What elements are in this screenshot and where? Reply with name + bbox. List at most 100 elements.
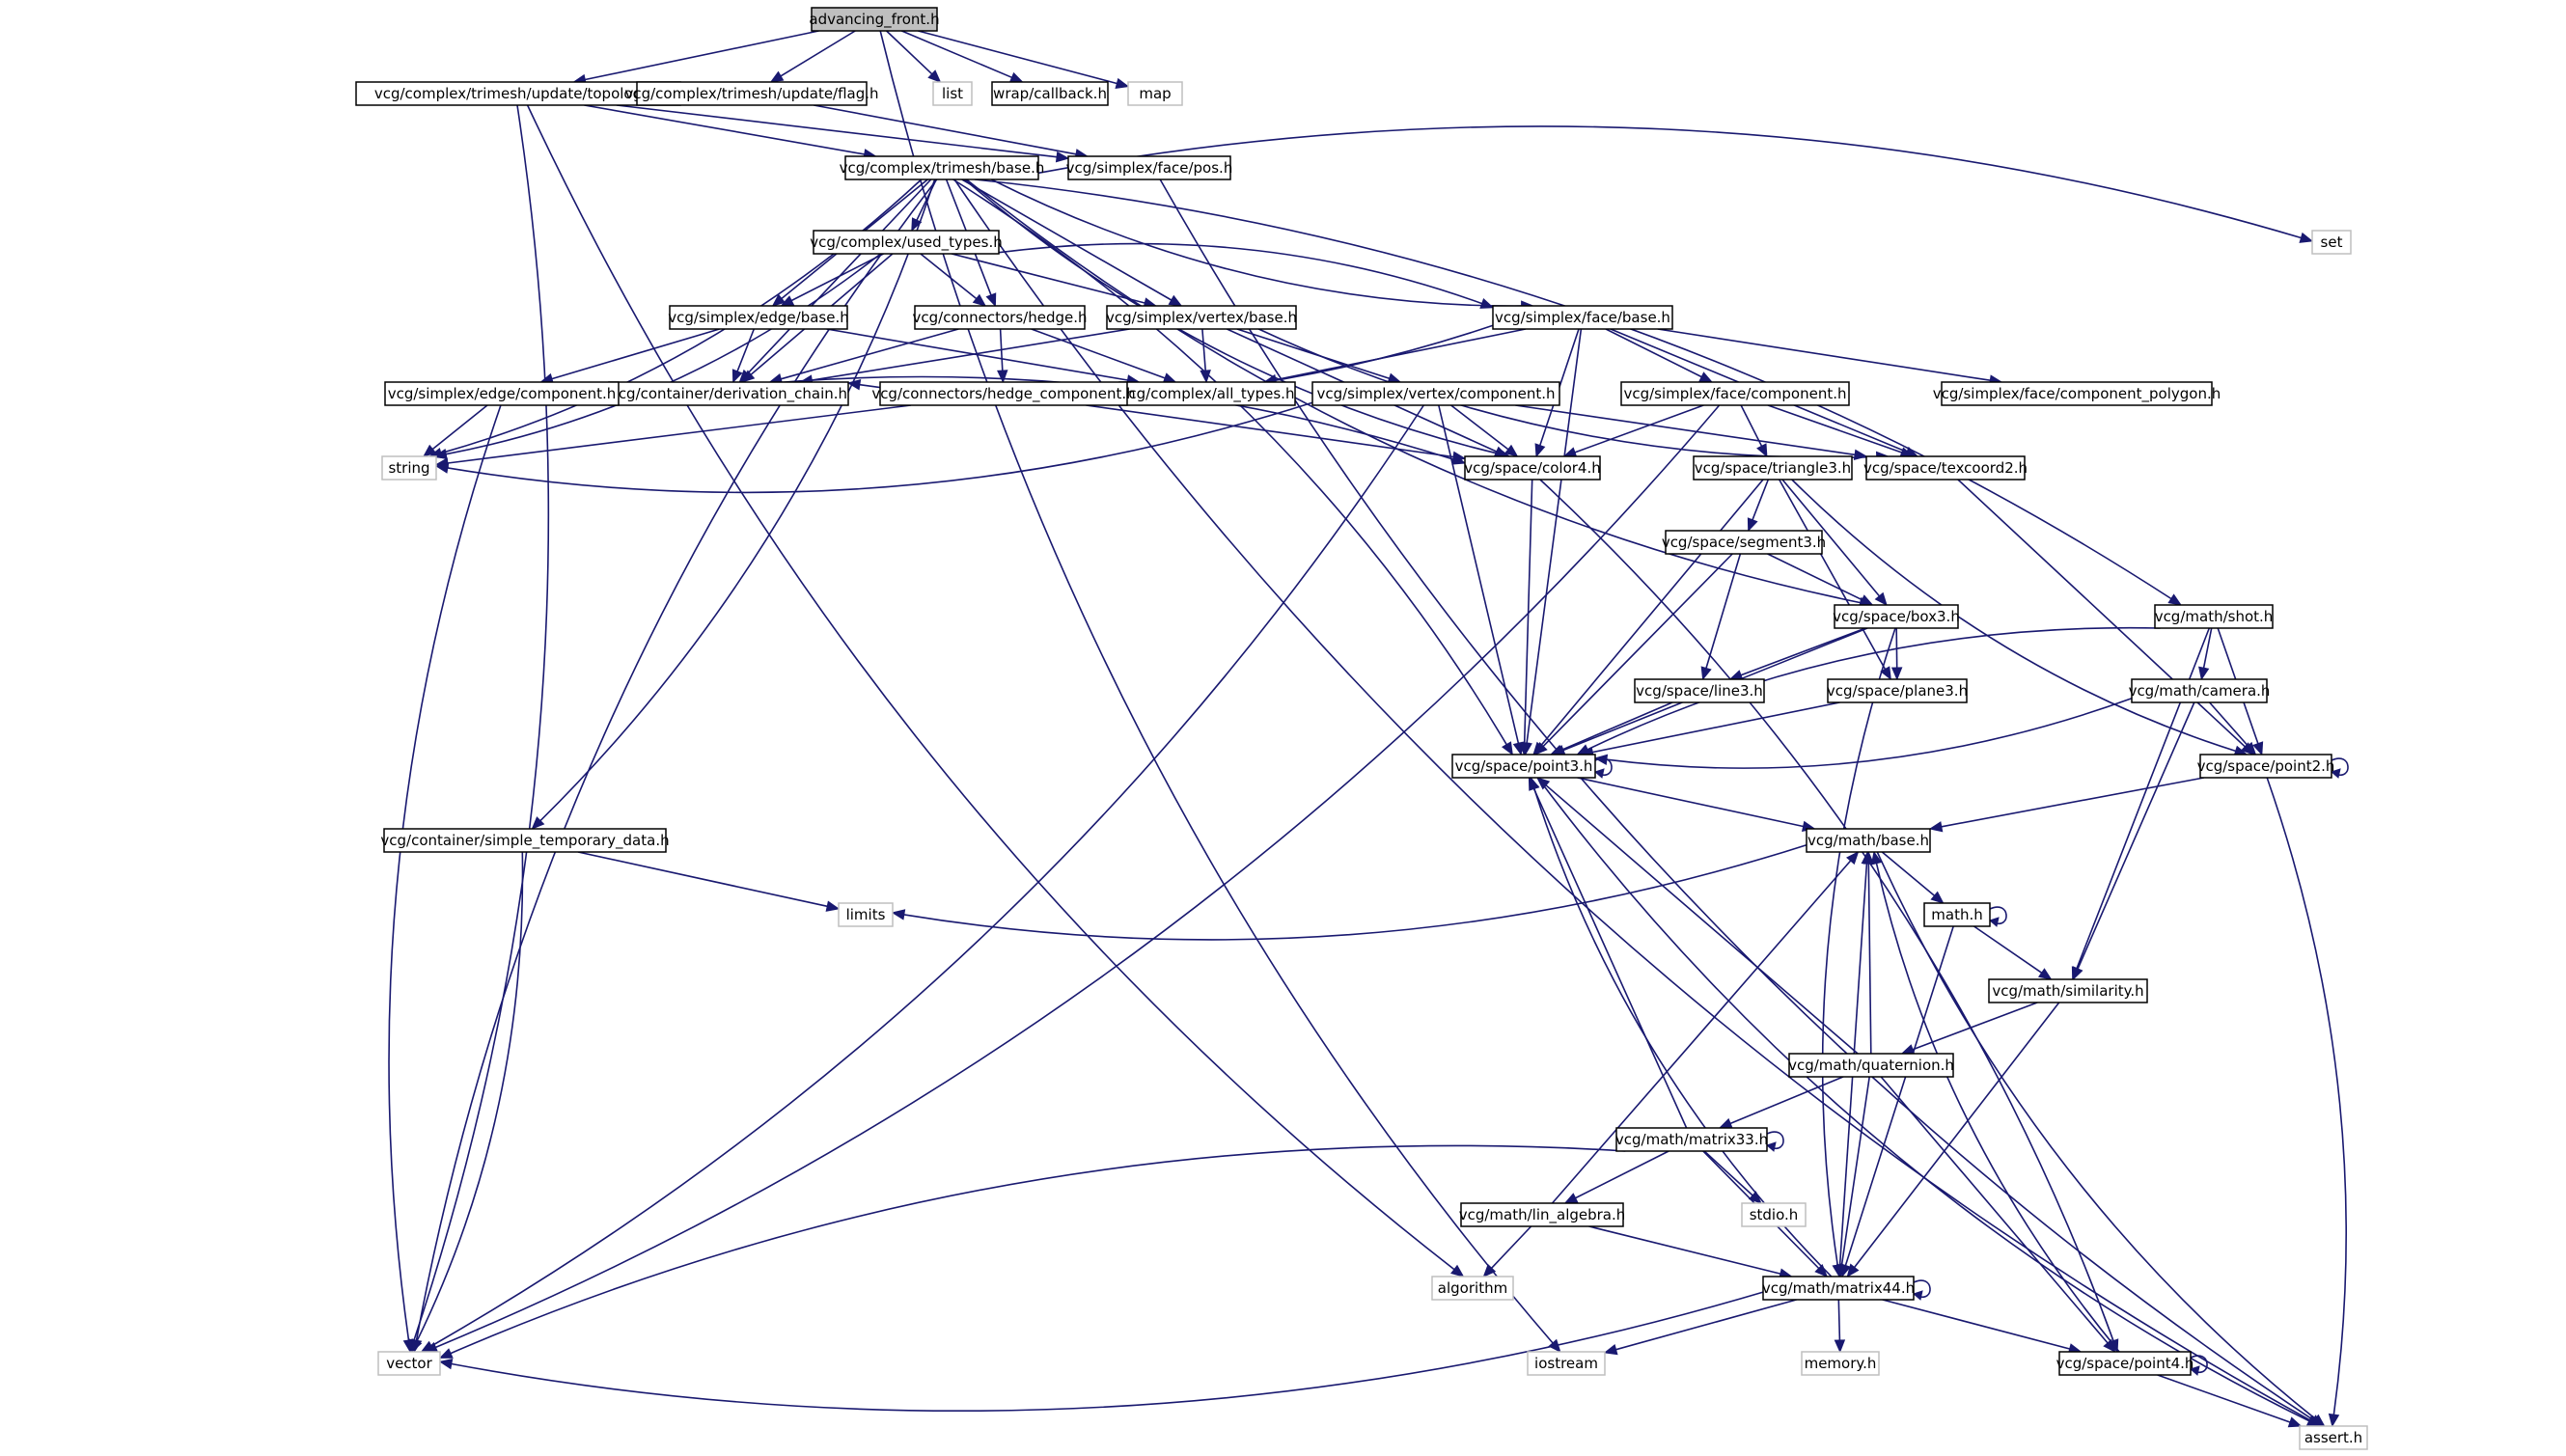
node-hedge-component[interactable]: vcg/connectors/hedge_component.h bbox=[871, 381, 1136, 406]
node-label: vcg/complex/trimesh/update/flag.h bbox=[624, 85, 878, 102]
edge-topology-to-algorithm bbox=[526, 104, 1465, 1277]
node-label: vcg/space/texcoord2.h bbox=[1863, 459, 2028, 477]
edge-used_types-to-face_base bbox=[998, 242, 1495, 309]
node-point2[interactable]: vcg/space/point2.h bbox=[2197, 754, 2335, 779]
node-derivation-chain[interactable]: vcg/container/derivation_chain.h bbox=[608, 381, 849, 406]
node-label: set bbox=[2321, 234, 2343, 251]
edge-used_types-to-string bbox=[433, 253, 882, 460]
node-label: vcg/space/plane3.h bbox=[1827, 682, 1968, 700]
node-edge-base[interactable]: vcg/simplex/edge/base.h bbox=[668, 305, 849, 330]
node-shot[interactable]: vcg/math/shot.h bbox=[2154, 604, 2274, 629]
node-color4[interactable]: vcg/space/color4.h bbox=[1464, 455, 1601, 481]
node-label: vcg/simplex/vertex/component.h bbox=[1316, 385, 1555, 402]
node-algorithm: algorithm bbox=[1431, 1276, 1514, 1301]
edge-layer bbox=[388, 30, 2349, 1428]
node-label: algorithm bbox=[1438, 1279, 1507, 1297]
edge-matrix44-to-vector bbox=[438, 1291, 1764, 1413]
edge-matrix33-to-stdio bbox=[1703, 1150, 1762, 1204]
edge-triangle3-to-box3 bbox=[1781, 479, 1888, 606]
node-hedge[interactable]: vcg/connectors/hedge.h bbox=[913, 305, 1088, 330]
node-similarity[interactable]: vcg/math/similarity.h bbox=[1988, 978, 2148, 1003]
node-point3[interactable]: vcg/space/point3.h bbox=[1451, 754, 1596, 779]
node-matrix33[interactable]: vcg/math/matrix33.h bbox=[1615, 1127, 1768, 1152]
edge-advancing_front-to-list bbox=[886, 30, 942, 83]
node-face-component[interactable]: vcg/simplex/face/component.h bbox=[1620, 381, 1850, 406]
edge-used_types-to-hedge bbox=[920, 253, 987, 307]
edge-matrix33-to-matrix33 bbox=[1766, 1131, 1784, 1152]
edge-quaternion-to-point4 bbox=[1880, 1076, 2116, 1353]
edge-box3-to-plane3 bbox=[1890, 627, 1903, 681]
node-all-types[interactable]: vcg/complex/all_types.h bbox=[1118, 381, 1296, 406]
node-trimesh-base[interactable]: vcg/complex/trimesh/base.h bbox=[840, 155, 1045, 180]
node-edge-component[interactable]: vcg/simplex/edge/component.h bbox=[384, 381, 620, 406]
edge-advancing_front-to-flag bbox=[769, 30, 856, 83]
edge-edge_base-to-all_types bbox=[826, 328, 1141, 386]
edge-trimesh_base-to-simple_temporary_data bbox=[531, 179, 936, 830]
node-box bbox=[838, 902, 894, 927]
edge-camera-to-similarity bbox=[2072, 701, 2195, 981]
node-texcoord2[interactable]: vcg/space/texcoord2.h bbox=[1863, 455, 2028, 481]
node-face-component-polygon[interactable]: vcg/simplex/face/component_polygon.h bbox=[1933, 381, 2221, 406]
node-simple-temporary-data[interactable]: vcg/container/simple_temporary_data.h bbox=[380, 828, 670, 853]
edge-edge_component-to-string bbox=[422, 404, 488, 457]
node-box bbox=[932, 81, 973, 106]
edge-vertex_base-to-all_types bbox=[1200, 328, 1211, 384]
node-label: vcg/simplex/face/pos.h bbox=[1066, 159, 1233, 177]
edge-box3-to-line3 bbox=[1728, 627, 1866, 680]
node-used-types[interactable]: vcg/complex/used_types.h bbox=[810, 230, 1003, 255]
node-quaternion[interactable]: vcg/math/quaternion.h bbox=[1788, 1053, 1954, 1078]
node-label: vcg/math/shot.h bbox=[2155, 608, 2274, 625]
node-vertex-base[interactable]: vcg/simplex/vertex/base.h bbox=[1106, 305, 1297, 330]
node-label: memory.h bbox=[1805, 1355, 1877, 1372]
node-label: vcg/math/lin_algebra.h bbox=[1459, 1206, 1626, 1224]
node-plane3[interactable]: vcg/space/plane3.h bbox=[1827, 678, 1968, 703]
node-label: vcg/space/point2.h bbox=[2197, 757, 2335, 775]
node-vertex-component[interactable]: vcg/simplex/vertex/component.h bbox=[1311, 381, 1560, 406]
edge-hedge-to-all_types bbox=[1031, 328, 1177, 384]
node-flag[interactable]: vcg/complex/trimesh/update/flag.h bbox=[624, 81, 879, 106]
node-box bbox=[1827, 678, 1968, 703]
edge-simple_temporary_data-to-vector bbox=[411, 851, 524, 1354]
node-label: vcg/simplex/vertex/base.h bbox=[1106, 309, 1297, 326]
node-label: vcg/connectors/hedge_component.h bbox=[871, 385, 1135, 403]
node-matrix44[interactable]: vcg/math/matrix44.h bbox=[1762, 1276, 1915, 1301]
edge-point4-to-math_base bbox=[1870, 850, 2120, 1353]
node-lin-algebra[interactable]: vcg/math/lin_algebra.h bbox=[1459, 1202, 1626, 1227]
node-label: vcg/complex/trimesh/base.h bbox=[840, 159, 1045, 177]
node-box bbox=[1067, 155, 1231, 180]
node-face-base[interactable]: vcg/simplex/face/base.h bbox=[1492, 305, 1673, 330]
node-label: string bbox=[388, 459, 429, 477]
edge-quaternion-to-matrix33 bbox=[1718, 1076, 1844, 1129]
edge-triangle3-to-plane3 bbox=[1779, 479, 1891, 681]
node-triangle3[interactable]: vcg/space/triangle3.h bbox=[1693, 455, 1853, 481]
node-box3[interactable]: vcg/space/box3.h bbox=[1833, 604, 1960, 629]
edge-camera-to-point2 bbox=[2209, 701, 2257, 755]
edge-hedge_component-to-color4 bbox=[1086, 404, 1467, 463]
node-vector: vector bbox=[377, 1351, 441, 1376]
node-box bbox=[355, 81, 681, 106]
node-label: vcg/math/similarity.h bbox=[1992, 982, 2143, 1000]
node-line3[interactable]: vcg/space/line3.h bbox=[1634, 678, 1765, 703]
node-advancing-front[interactable]: advancing_front.h bbox=[809, 7, 940, 32]
node-topology[interactable]: vcg/complex/trimesh/update/topology.h bbox=[355, 81, 681, 106]
node-box bbox=[2199, 754, 2332, 779]
node-math-h[interactable]: math.h bbox=[1923, 902, 1991, 927]
edge-advancing_front-to-iostream bbox=[879, 30, 1561, 1353]
node-box bbox=[1464, 455, 1601, 481]
node-box bbox=[1788, 1053, 1954, 1078]
node-label: vcg/container/simple_temporary_data.h bbox=[380, 832, 669, 850]
edge-math_h-to-similarity bbox=[1973, 925, 2053, 980]
edge-face_base-to-face_component bbox=[1605, 328, 1714, 383]
node-face-pos[interactable]: vcg/simplex/face/pos.h bbox=[1066, 155, 1233, 180]
edge-math_base-to-assert bbox=[1876, 851, 2326, 1427]
node-callback[interactable]: wrap/callback.h bbox=[991, 81, 1109, 106]
node-math-base[interactable]: vcg/math/base.h bbox=[1806, 828, 1931, 853]
node-camera[interactable]: vcg/math/camera.h bbox=[2129, 678, 2271, 703]
node-point4[interactable]: vcg/space/point4.h bbox=[2056, 1351, 2194, 1376]
node-label: vcg/math/base.h bbox=[1807, 832, 1929, 849]
edge-point2-to-math_base bbox=[1928, 777, 2204, 833]
node-segment3[interactable]: vcg/space/segment3.h bbox=[1662, 530, 1826, 555]
node-label: vcg/complex/all_types.h bbox=[1120, 385, 1295, 403]
node-label: vcg/simplex/edge/base.h bbox=[668, 309, 848, 326]
